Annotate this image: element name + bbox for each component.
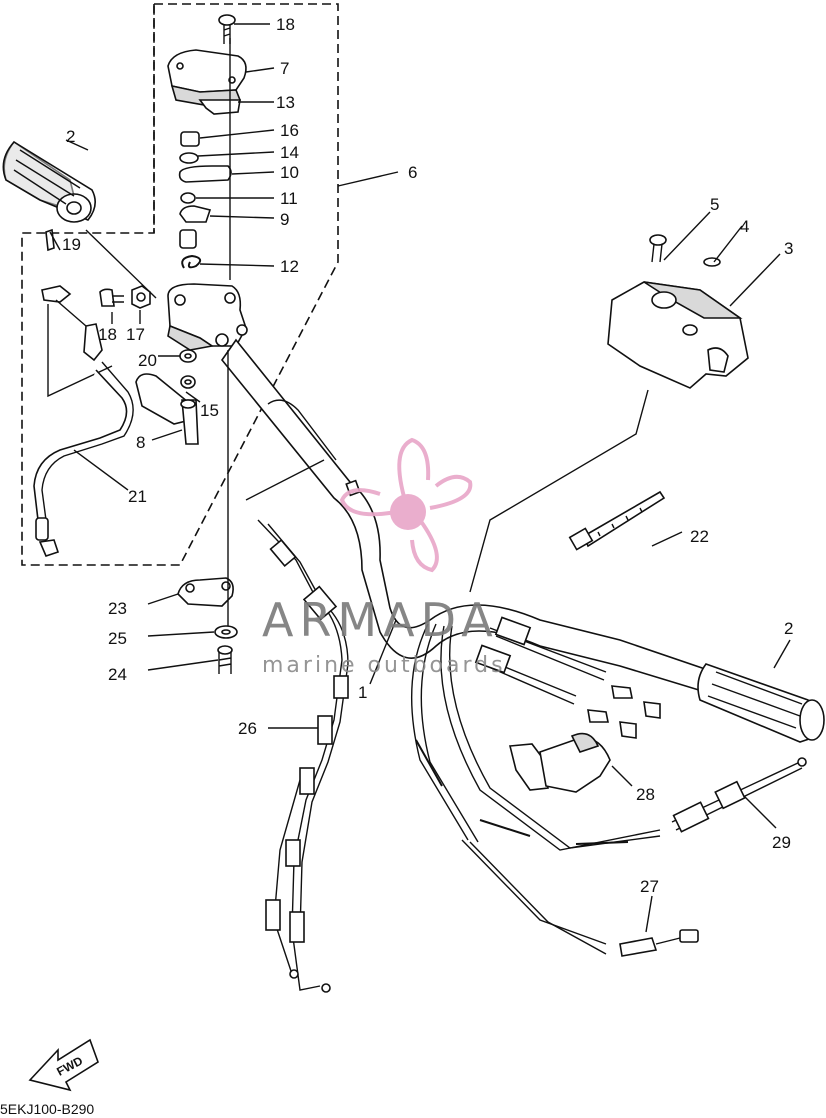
callout-21: 21 <box>128 487 147 506</box>
callout-15: 15 <box>200 401 219 420</box>
callout-16: 16 <box>280 121 299 140</box>
callout-18-left: 18 <box>98 325 117 344</box>
handlebar-cover <box>607 281 749 389</box>
group-6-boundary <box>21 3 339 566</box>
callout-numbers: 18 7 13 16 14 10 6 11 9 12 2 19 18 17 20… <box>62 15 793 896</box>
callout-26: 26 <box>238 719 257 738</box>
screw-5 <box>649 234 667 263</box>
cable-27 <box>619 929 699 957</box>
throttle-cable-26 <box>257 519 349 993</box>
throttle-cover <box>167 49 247 115</box>
callout-2-left: 2 <box>66 127 75 146</box>
washers-20-15 <box>179 349 197 389</box>
cable-29 <box>671 757 807 833</box>
callout-5: 5 <box>710 195 719 214</box>
callout-9: 9 <box>280 210 289 229</box>
callout-10: 10 <box>280 163 299 182</box>
throttle-housing <box>167 283 248 351</box>
callout-29: 29 <box>772 833 791 852</box>
fwd-arrow-icon: FWD <box>28 1038 99 1092</box>
bolt-nut-17-18 <box>99 285 151 309</box>
grommet-4 <box>703 257 721 267</box>
callout-12: 12 <box>280 257 299 276</box>
callout-2-right: 2 <box>784 619 793 638</box>
watermark-tagline: marine outboards <box>262 653 506 678</box>
cable-tie-22 <box>568 490 666 551</box>
callout-14: 14 <box>280 143 299 162</box>
handlebar <box>220 338 714 696</box>
callout-7: 7 <box>280 59 289 78</box>
callout-4: 4 <box>740 217 749 236</box>
screw-18-top <box>218 14 236 44</box>
callout-8: 8 <box>136 433 145 452</box>
callout-11: 11 <box>280 189 298 208</box>
callout-3: 3 <box>784 239 793 258</box>
callout-25: 25 <box>108 629 127 648</box>
callout-13: 13 <box>276 93 295 112</box>
watermark: ARMADA marine outboards <box>262 437 506 678</box>
callout-1: 1 <box>358 683 367 702</box>
callout-19: 19 <box>62 235 81 254</box>
left-grip <box>2 140 96 223</box>
watermark-brand: ARMADA <box>262 593 499 647</box>
callout-17: 17 <box>126 325 145 344</box>
cable-connector-28 <box>508 732 611 793</box>
callout-6: 6 <box>408 163 417 182</box>
callout-24: 24 <box>108 665 127 684</box>
callout-27: 27 <box>640 877 659 896</box>
propeller-logo-icon <box>339 437 473 573</box>
callout-18-top: 18 <box>276 15 295 34</box>
callout-28: 28 <box>636 785 655 804</box>
drawing-code: 5EKJ100-B290 <box>0 1101 94 1117</box>
callout-22: 22 <box>690 527 709 546</box>
cable-bundle <box>410 623 661 955</box>
switch-cables <box>474 616 661 739</box>
throttle-lever-8 <box>135 373 199 445</box>
kill-switch-cable-21 <box>33 361 134 557</box>
leader-lines <box>49 23 791 933</box>
small-parts-stack <box>178 131 232 269</box>
right-grip <box>697 663 825 743</box>
kill-switch-19 <box>41 228 113 398</box>
callout-20: 20 <box>138 351 157 370</box>
callout-23: 23 <box>108 599 127 618</box>
